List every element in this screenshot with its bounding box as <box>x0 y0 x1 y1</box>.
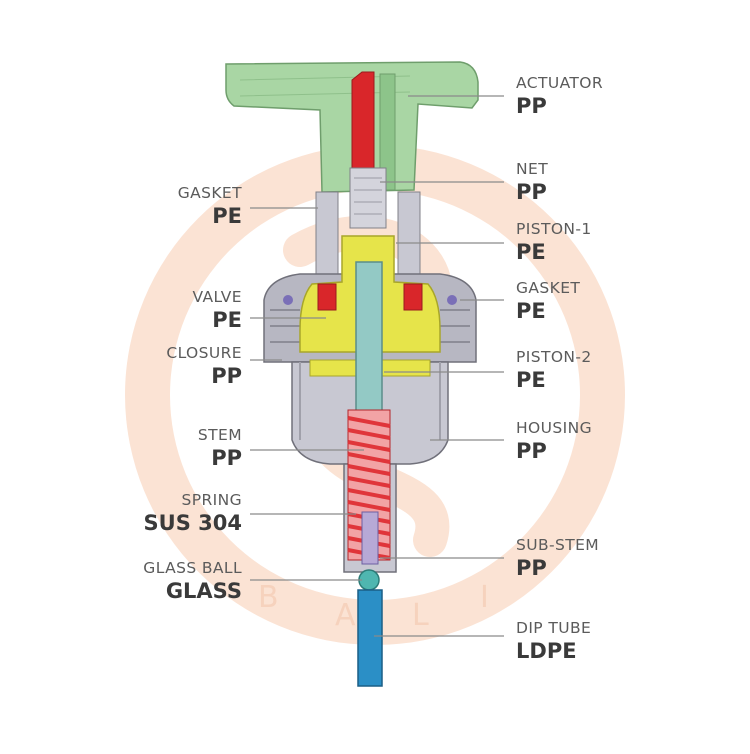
part-material: PP <box>211 363 242 388</box>
actuator-red-insert <box>351 71 375 177</box>
leader-lines-left <box>250 207 364 581</box>
leader-lines-right <box>374 95 504 637</box>
part-name: ACTUATOR <box>516 74 604 92</box>
gasket-side-left <box>283 295 293 305</box>
part-material: PE <box>212 203 242 228</box>
part-material: PP <box>516 93 547 118</box>
part-material: PE <box>516 367 546 392</box>
gasket-side-right <box>447 295 457 305</box>
label-valve: VALVE PE <box>192 288 242 332</box>
watermark-letter: L <box>412 598 433 633</box>
part-name: DIP TUBE <box>516 619 592 637</box>
label-actuator: ACTUATOR PP <box>516 74 604 118</box>
part-name: CLOSURE <box>166 344 242 362</box>
watermark-letter: A <box>335 598 360 633</box>
label-spring: SPRING SUS 304 <box>143 491 242 535</box>
label-piston-1: PISTON-1 PE <box>516 220 592 264</box>
part-material: PP <box>516 179 547 204</box>
part-material: LDPE <box>516 638 577 663</box>
dip-tube-part <box>357 589 383 687</box>
part-material: GLASS <box>165 578 242 603</box>
part-material: PE <box>516 298 546 323</box>
part-material: PP <box>516 438 547 463</box>
neck-part <box>315 167 421 281</box>
label-piston-2: PISTON-2 PE <box>516 348 592 392</box>
part-material: PP <box>516 555 547 580</box>
part-name: HOUSING <box>516 419 593 437</box>
net-part <box>349 167 387 229</box>
part-name: GASKET <box>177 184 242 202</box>
actuator-part <box>225 61 479 193</box>
label-net: NET PP <box>516 160 549 204</box>
part-material: SUS 304 <box>143 510 242 535</box>
label-closure: CLOSURE PP <box>166 344 242 388</box>
part-material: PP <box>211 445 242 470</box>
part-name: NET <box>516 160 549 178</box>
part-name: STEM <box>197 426 242 444</box>
valve-left <box>317 283 337 311</box>
label-gasket-top: GASKET PE <box>177 184 242 228</box>
label-glass-ball: GLASS BALL GLASS <box>143 559 242 603</box>
label-sub-stem: SUB-STEM PP <box>516 536 600 580</box>
label-gasket-side: GASKET PE <box>516 279 581 323</box>
part-name: PISTON-1 <box>516 220 592 238</box>
part-name: GASKET <box>516 279 581 297</box>
label-stem: STEM PP <box>197 426 242 470</box>
part-name: SUB-STEM <box>516 536 600 554</box>
label-dip-tube: DIP TUBE LDPE <box>516 619 592 663</box>
sub-stem-part <box>361 511 379 565</box>
label-housing: HOUSING PP <box>516 419 593 463</box>
part-name: SPRING <box>181 491 242 509</box>
part-material: PE <box>516 239 546 264</box>
watermark-letter: B <box>258 580 283 615</box>
part-material: PE <box>212 307 242 332</box>
part-name: PISTON-2 <box>516 348 592 366</box>
part-name: VALVE <box>192 288 242 306</box>
valve-right <box>403 283 423 311</box>
watermark-letter: I <box>480 580 493 615</box>
part-name: GLASS BALL <box>143 559 242 577</box>
